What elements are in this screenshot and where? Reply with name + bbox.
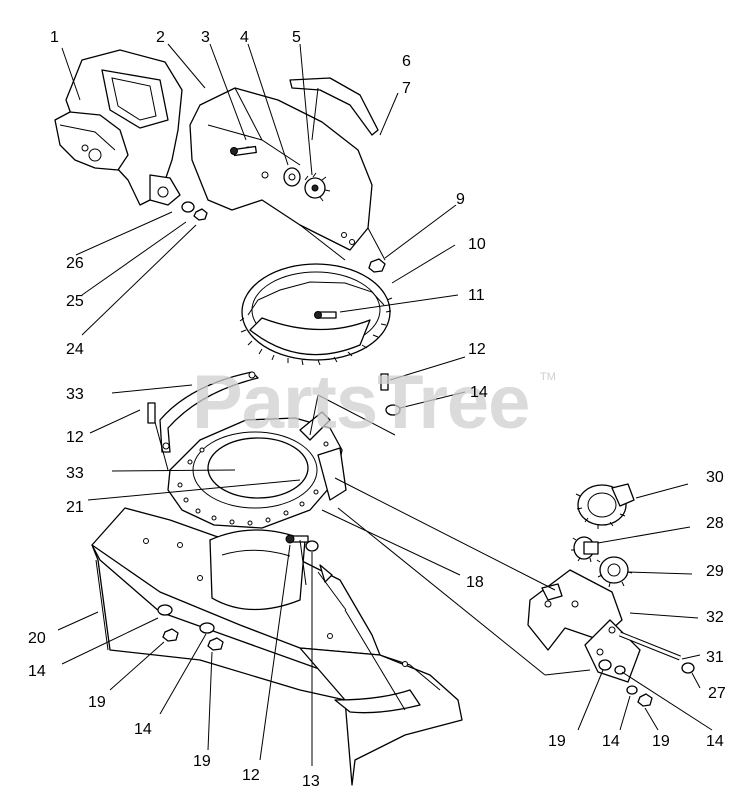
upper-chute-part	[189, 87, 373, 251]
part-label: 33	[66, 465, 84, 482]
part-label: 32	[706, 609, 724, 626]
part-label: 10	[468, 236, 486, 253]
part-label: 25	[66, 293, 84, 310]
pinion-gear-part	[571, 536, 599, 563]
nut-part	[162, 628, 179, 642]
gear-part	[304, 172, 331, 202]
part-label: 14	[602, 733, 620, 750]
part-label: 26	[66, 255, 84, 272]
leader-lines	[57, 43, 713, 766]
nut-part	[207, 637, 224, 651]
nut-part	[193, 208, 208, 221]
retaining-ring-part	[159, 371, 259, 453]
crank-handle-part	[289, 77, 379, 141]
worm-gear-part	[596, 556, 633, 588]
washer-part	[626, 685, 638, 695]
nut-part	[637, 693, 653, 707]
washer-hole	[288, 173, 296, 181]
part-label: 19	[548, 733, 566, 750]
part-label: 13	[302, 773, 320, 790]
chute-base-ring-part	[167, 411, 347, 529]
part-label: 6	[402, 53, 411, 70]
part-label: 33	[66, 386, 84, 403]
part-label: 11	[468, 287, 485, 304]
part-label: 7	[402, 80, 411, 97]
part-label: 31	[706, 649, 724, 666]
part-label: 19	[193, 753, 211, 770]
part-label: 12	[468, 341, 486, 358]
partstree-watermark: PartsTree	[192, 360, 529, 445]
shaft-part-inner	[619, 632, 681, 660]
part-label: 5	[292, 29, 301, 46]
part-label: 1	[50, 29, 59, 46]
bevel-gear-part	[575, 483, 635, 529]
part-label: 30	[706, 469, 724, 486]
part-label: 12	[242, 767, 260, 784]
part-label: 20	[28, 630, 46, 647]
ring-gear-part	[239, 263, 393, 366]
part-number-labels: 1 2 3 4 5 6 7 26 25 24 9 10 11 12 14 33 …	[28, 29, 726, 790]
part-label: 27	[708, 685, 726, 702]
bolt-part	[230, 145, 257, 157]
bolt-part	[380, 373, 389, 391]
bolt-part	[147, 402, 156, 424]
bushing-part	[681, 662, 695, 674]
nut-part	[368, 258, 386, 273]
assembly-guide-lines	[154, 224, 591, 676]
part-label: 3	[201, 29, 210, 46]
chute-deflector-part	[54, 49, 183, 206]
part-label: 12	[66, 429, 84, 446]
washer-part	[181, 201, 195, 213]
part-label: 9	[456, 191, 465, 208]
part-label: 14	[470, 384, 488, 401]
part-label: 19	[652, 733, 670, 750]
part-label: 14	[134, 721, 152, 738]
bolt-part	[285, 534, 309, 544]
part-label: 18	[466, 574, 484, 591]
part-label: 24	[66, 341, 84, 358]
washer-part	[385, 404, 401, 416]
part-label: 2	[156, 29, 165, 46]
part-label: 28	[706, 515, 724, 532]
part-label: 14	[28, 663, 46, 680]
washer-part	[598, 659, 612, 671]
part-label: 29	[706, 563, 724, 580]
trademark-mark: TM	[540, 371, 556, 383]
part-label: 19	[88, 694, 106, 711]
part-label: 4	[240, 29, 249, 46]
auger-housing-part	[91, 507, 463, 786]
washer-part	[199, 622, 215, 634]
mounting-bracket-part	[527, 569, 641, 683]
washer-part	[157, 604, 173, 616]
part-label: 14	[706, 733, 724, 750]
part-label: 21	[66, 499, 84, 516]
washer-part	[305, 540, 319, 552]
